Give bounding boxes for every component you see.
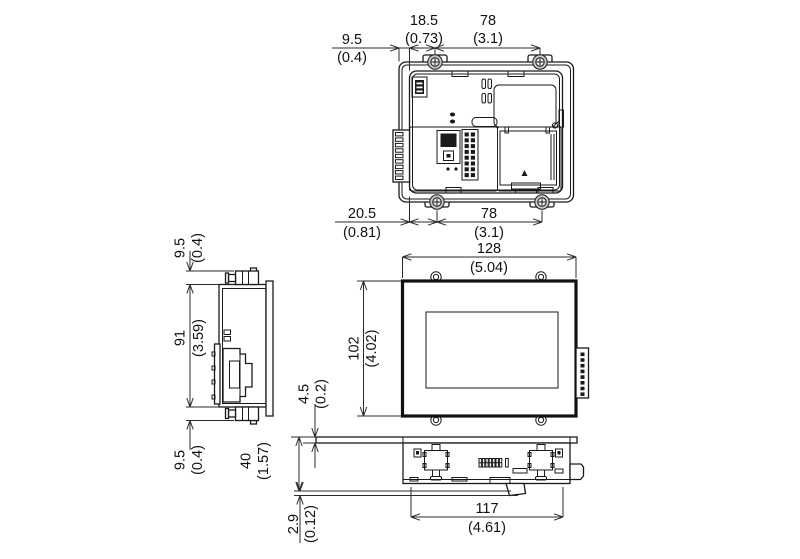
dim-label: (0.4) — [190, 445, 206, 475]
rear-stud — [449, 119, 456, 124]
side-terminal-strip — [211, 343, 221, 405]
index-marker — [551, 121, 560, 129]
bottom-port — [413, 448, 422, 458]
dim-label: 91 — [172, 330, 188, 346]
dim-label: 78 — [481, 206, 497, 222]
dim-label: (0.12) — [303, 505, 319, 543]
rear-bottom-dimensions: 20.5 (0.81) 78 (3.1) — [335, 196, 543, 241]
clearance-dimension: 2.9 (0.12) — [286, 481, 319, 543]
front-width-dimension: 128 (5.04) — [402, 241, 577, 278]
side-slot — [558, 109, 564, 128]
mount-screw — [532, 54, 548, 70]
mount-screw — [427, 54, 443, 70]
front-height-dimension: 102 (4.02) — [346, 280, 401, 417]
dim-label: 78 — [480, 13, 496, 29]
dim-label: 18.5 — [410, 13, 438, 29]
rear-view: 9.5 (0.4) 18.5 (0.73) 78 (3.1) 20.5 (0.8… — [332, 13, 575, 241]
dim-label: (5.04) — [470, 260, 508, 276]
mount-clamp-top — [224, 267, 260, 286]
hanging-tab — [505, 482, 527, 497]
display-screen — [425, 311, 559, 389]
comm-connector — [436, 130, 461, 164]
side-vent — [223, 336, 231, 342]
clamp-assembly — [422, 444, 450, 481]
terminal-comb — [392, 129, 411, 183]
dim-label: 117 — [475, 501, 498, 517]
dim-label: (3.1) — [473, 31, 503, 47]
dim-label: 40 — [238, 453, 254, 469]
bottom-port — [555, 448, 563, 458]
dim-label: (4.02) — [364, 330, 380, 368]
dim-label: 20.5 — [348, 206, 376, 222]
rear-body-inner-line — [412, 73, 560, 191]
screw-dot — [446, 167, 450, 171]
rear-aux-connector — [411, 76, 428, 98]
dim-label: 4.5 — [296, 384, 312, 404]
dip-switch-row — [478, 458, 509, 468]
front-side-terminal — [575, 347, 590, 399]
side-connector — [569, 463, 585, 481]
dim-label: (1.57) — [256, 442, 272, 480]
dim-label: (0.2) — [313, 379, 329, 409]
dim-label: (0.81) — [343, 225, 381, 241]
front-view: 128 (5.04) 102 (4.02) 4.5 (0.2) — [296, 241, 590, 468]
screw-dot — [454, 167, 458, 171]
dim-label: 9.5 — [342, 32, 362, 48]
rear-plane-lines — [294, 490, 518, 496]
dim-label: (0.4) — [190, 233, 206, 263]
depth-dimension: 40 (1.57) — [238, 436, 316, 492]
card-compartment — [497, 126, 562, 194]
recess — [409, 477, 419, 482]
side-connector-profile — [222, 347, 253, 403]
dim-label: 102 — [346, 336, 362, 360]
latch-slot — [445, 187, 462, 194]
dim-label: 9.5 — [172, 238, 188, 258]
dim-label: (3.59) — [191, 319, 207, 357]
side-dimensions: 9.5 (0.4) 91 (3.59) 9.5 (0.4) — [172, 233, 234, 475]
mount-clamp-bottom — [224, 406, 260, 425]
front-bezel — [400, 279, 578, 418]
bottom-view: 40 (1.57) 2.9 (0.12) 117 (4.61) — [238, 436, 585, 543]
side-view: 9.5 (0.4) 91 (3.59) 9.5 (0.4) — [172, 233, 274, 475]
bottom-width-dimension: 117 (4.61) — [410, 487, 564, 536]
dim-label: 2.9 — [286, 514, 302, 534]
recess — [554, 468, 564, 474]
clamp-assembly — [527, 444, 555, 481]
latch-slot — [451, 70, 469, 77]
dim-label: (3.1) — [474, 225, 504, 241]
side-bezel-plate — [265, 280, 274, 417]
recess — [451, 477, 468, 482]
dim-label: 128 — [477, 241, 501, 257]
mount-screw — [429, 194, 445, 210]
dim-label: (4.61) — [468, 520, 506, 536]
dim-label: (0.73) — [405, 31, 443, 47]
dim-label: 9.5 — [172, 450, 188, 470]
dim-label: (0.4) — [337, 50, 367, 66]
mount-screw — [534, 194, 550, 210]
latch-slot — [537, 187, 554, 194]
rear-top-dimensions: 9.5 (0.4) 18.5 (0.73) 78 (3.1) — [332, 13, 541, 71]
card-slot-edge — [489, 477, 511, 484]
side-body-inner-line — [222, 288, 266, 404]
rear-body — [408, 70, 564, 194]
vent-slots — [481, 78, 492, 104]
io-terminal-strip — [461, 129, 479, 181]
latch-slot — [507, 70, 525, 77]
recess — [512, 468, 528, 474]
side-vent — [223, 329, 231, 335]
rear-stud — [449, 112, 456, 117]
bottom-bezel-plate — [315, 436, 578, 444]
